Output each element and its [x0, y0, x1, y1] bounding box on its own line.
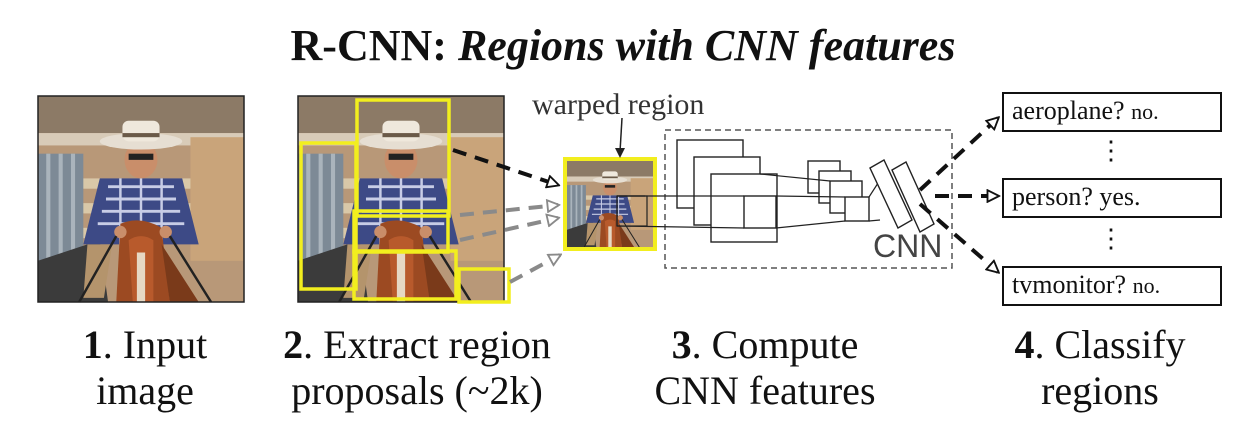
class-answer: no. [1131, 99, 1159, 124]
proposal-image [297, 95, 511, 304]
step-text: image [96, 368, 194, 413]
proposal-arrow-gray [509, 253, 560, 284]
proposal-arrow-gray [459, 205, 558, 217]
cnn-label: CNN [873, 228, 943, 264]
vertical-dots: ⋮ [1098, 224, 1124, 253]
cnn-connections [616, 173, 881, 229]
step-number: 1 [82, 322, 103, 367]
classify-arrow [918, 202, 998, 272]
step-text: proposals (~2k) [291, 368, 543, 413]
class-label: aeroplane? [1012, 96, 1125, 125]
step-text: CNN features [654, 368, 876, 413]
class-label: person? [1012, 182, 1093, 211]
step-caption-4: 4. Classify regions [990, 322, 1210, 414]
class-box-tvmonitor: tvmonitor? no. [1002, 266, 1222, 306]
title-prefix: R-CNN: [290, 21, 447, 70]
step-number: 4 [1014, 322, 1035, 367]
cnn-layers [676, 139, 870, 243]
cnn-frame [664, 129, 953, 269]
step-text: . Extract region [303, 322, 551, 367]
class-answer: yes. [1099, 182, 1141, 211]
class-answer: no. [1132, 273, 1161, 298]
step-text: . Compute [691, 322, 859, 367]
proposal-box [299, 141, 358, 291]
warped-pointer [619, 117, 623, 153]
step-text: regions [1041, 368, 1159, 413]
fc-layers [869, 159, 935, 233]
step-number: 2 [283, 322, 304, 367]
proposal-box [457, 267, 511, 304]
class-box-person: person? yes. [1002, 178, 1222, 218]
diagram-title: R-CNN: Regions with CNN features [0, 18, 1246, 74]
class-box-aeroplane: aeroplane? no. [1002, 92, 1222, 132]
proposal-box [352, 249, 458, 301]
class-label: tvmonitor? [1012, 270, 1127, 299]
step-number: 3 [671, 322, 692, 367]
step-caption-1: 1. Input image [40, 322, 250, 414]
title-subtitle: Regions with CNN features [457, 21, 956, 70]
step-text: . Input [102, 322, 208, 367]
warped-region-image [563, 157, 657, 251]
classify-arrow [918, 118, 998, 192]
step-caption-2: 2. Extract region proposals (~2k) [262, 322, 572, 414]
input-image [36, 94, 246, 304]
proposal-arrow-gray [459, 218, 558, 242]
warped-region-label: warped region [532, 88, 705, 121]
proposal-arrow-black [452, 148, 558, 185]
step-text: . Classify [1034, 322, 1186, 367]
vertical-dots: ⋮ [1098, 136, 1124, 165]
step-caption-3: 3. Compute CNN features [630, 322, 900, 414]
